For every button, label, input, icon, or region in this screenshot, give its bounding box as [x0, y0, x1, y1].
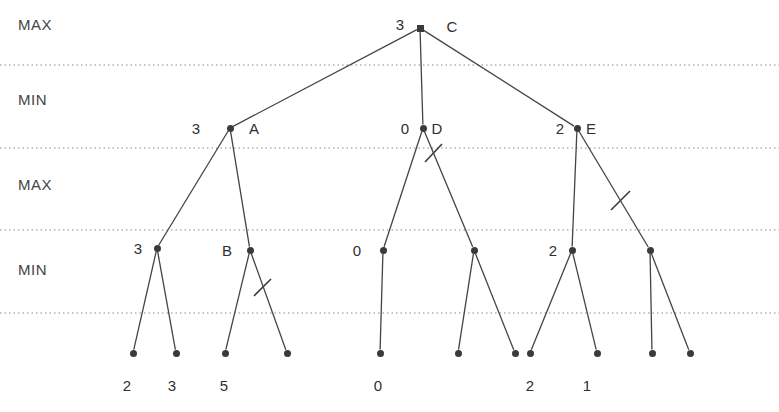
node-label: 3 [396, 16, 404, 33]
tree-edge [531, 253, 570, 350]
tree-node [647, 247, 654, 254]
tree-node: 2 [527, 350, 534, 357]
node-label: A [249, 120, 259, 137]
leaf-value: 3 [168, 377, 176, 394]
tree-edge [573, 253, 596, 349]
leaf-value: 0 [374, 377, 382, 394]
node-label: 0 [401, 120, 409, 137]
node-label: 2 [549, 242, 557, 259]
level-label: MAX [18, 16, 52, 33]
tree-edge [420, 31, 423, 124]
tree-node: 3 [154, 245, 161, 252]
tree-node [649, 350, 656, 357]
tree-edge [158, 251, 176, 349]
tree-node: 5 [222, 350, 229, 357]
node-label: 3 [192, 120, 200, 137]
tree-node [455, 350, 462, 357]
tree-edge [233, 30, 417, 127]
tree-node [284, 350, 291, 357]
node-label: E [586, 120, 596, 137]
level-label: MAX [18, 176, 52, 193]
tree-edge [134, 251, 156, 349]
tree-edge [572, 131, 577, 246]
tree-node: B [247, 247, 254, 254]
tree-edge [475, 253, 513, 349]
node-label: 0 [353, 242, 361, 259]
leaf-value: 5 [220, 377, 228, 394]
tree-node [687, 350, 694, 357]
tree-node [512, 350, 519, 357]
level-divider [0, 65, 779, 66]
tree-node [471, 247, 478, 254]
tree-node: 3 [173, 350, 180, 357]
tree-edge [251, 253, 286, 349]
root-node: 3C [417, 25, 424, 32]
tree-edge [231, 131, 250, 246]
tree-edge [579, 131, 648, 247]
tree-edge [380, 253, 383, 349]
tree-node: 2 [569, 247, 576, 254]
level-label: MIN [18, 261, 47, 278]
tree-edge [226, 253, 249, 349]
tree-node: 0D [420, 125, 427, 132]
leaf-value: 2 [123, 377, 131, 394]
node-label: 2 [556, 120, 564, 137]
level-label: MIN [18, 91, 47, 108]
tree-node: 2 [130, 350, 137, 357]
tree-node: 3A [227, 125, 234, 132]
level-divider [0, 65, 779, 313]
tree-node: 0 [380, 247, 387, 254]
node-label: 3 [134, 240, 142, 257]
tree-node: 0 [377, 350, 384, 357]
tree-node: 2E [574, 125, 581, 132]
tree-edge [423, 30, 574, 126]
tree-edge [384, 131, 422, 246]
level-divider [0, 148, 779, 149]
tree-edge [651, 253, 688, 349]
node-label: B [222, 242, 232, 259]
node-label: D [432, 120, 443, 137]
leaf-value: 2 [526, 377, 534, 394]
tree-edge [159, 131, 228, 245]
level-divider [0, 313, 779, 314]
tree-edge [424, 131, 472, 247]
leaf-value: 1 [583, 377, 591, 394]
prune-mark [254, 279, 271, 296]
tree-edge [459, 253, 474, 349]
node-label: C [447, 18, 458, 35]
tree-edge [650, 253, 652, 349]
tree-node: 1 [594, 350, 601, 357]
